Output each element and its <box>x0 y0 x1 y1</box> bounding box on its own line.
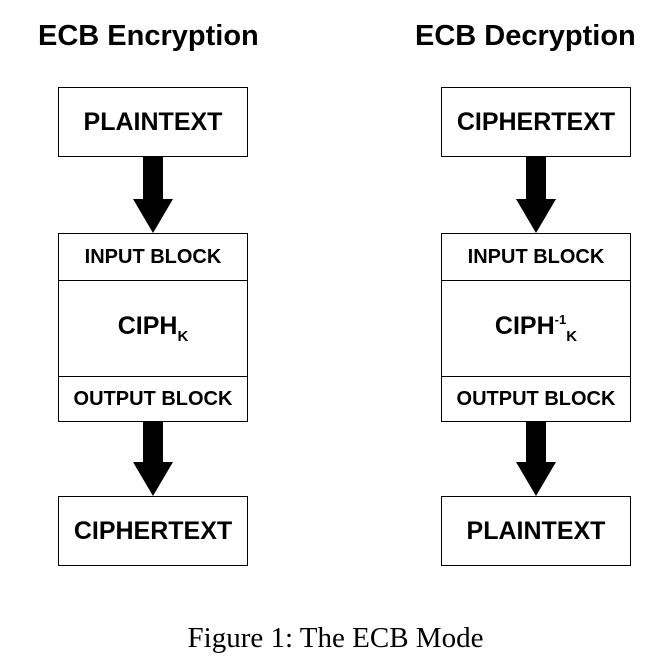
encryption-input-block-label: INPUT BLOCK <box>84 245 222 268</box>
encryption-ciphertext-box: CIPHERTEXT <box>58 496 248 566</box>
encryption-output-block-label: OUTPUT BLOCK <box>73 387 233 410</box>
decryption-arrow-top-icon <box>516 157 556 233</box>
decryption-title: ECB Decryption <box>415 20 636 52</box>
decryption-input-block-label: INPUT BLOCK <box>467 245 605 268</box>
encryption-separator-bottom <box>59 376 247 377</box>
encryption-separator-top <box>59 280 247 281</box>
decryption-cipher-inverse: -1 <box>554 312 567 327</box>
figure-caption: Figure 1: The ECB Mode <box>187 622 484 654</box>
decryption-plaintext-box: PLAINTEXT <box>441 496 631 566</box>
encryption-cipher-base: CIPH <box>117 312 178 340</box>
decryption-cipher-key: K <box>566 328 578 345</box>
decryption-arrow-bottom-icon <box>516 422 556 496</box>
decryption-separator-top <box>442 280 630 281</box>
encryption-plaintext-box: PLAINTEXT <box>58 87 248 157</box>
decryption-cipher-function: CIPH-1K <box>442 281 630 376</box>
encryption-cipher-key: K <box>177 328 189 345</box>
encryption-arrow-top-icon <box>133 157 173 233</box>
decryption-ciphertext-box: CIPHERTEXT <box>441 87 631 157</box>
encryption-cipher-block: INPUT BLOCK CIPHK OUTPUT BLOCK <box>58 233 248 422</box>
encryption-title: ECB Encryption <box>38 20 259 52</box>
decryption-separator-bottom <box>442 376 630 377</box>
encryption-arrow-bottom-icon <box>133 422 173 496</box>
decryption-cipher-base: CIPH <box>494 312 555 340</box>
decryption-cipher-block: INPUT BLOCK CIPH-1K OUTPUT BLOCK <box>441 233 631 422</box>
encryption-cipher-function: CIPHK <box>59 281 247 376</box>
decryption-output-block-label: OUTPUT BLOCK <box>456 387 616 410</box>
